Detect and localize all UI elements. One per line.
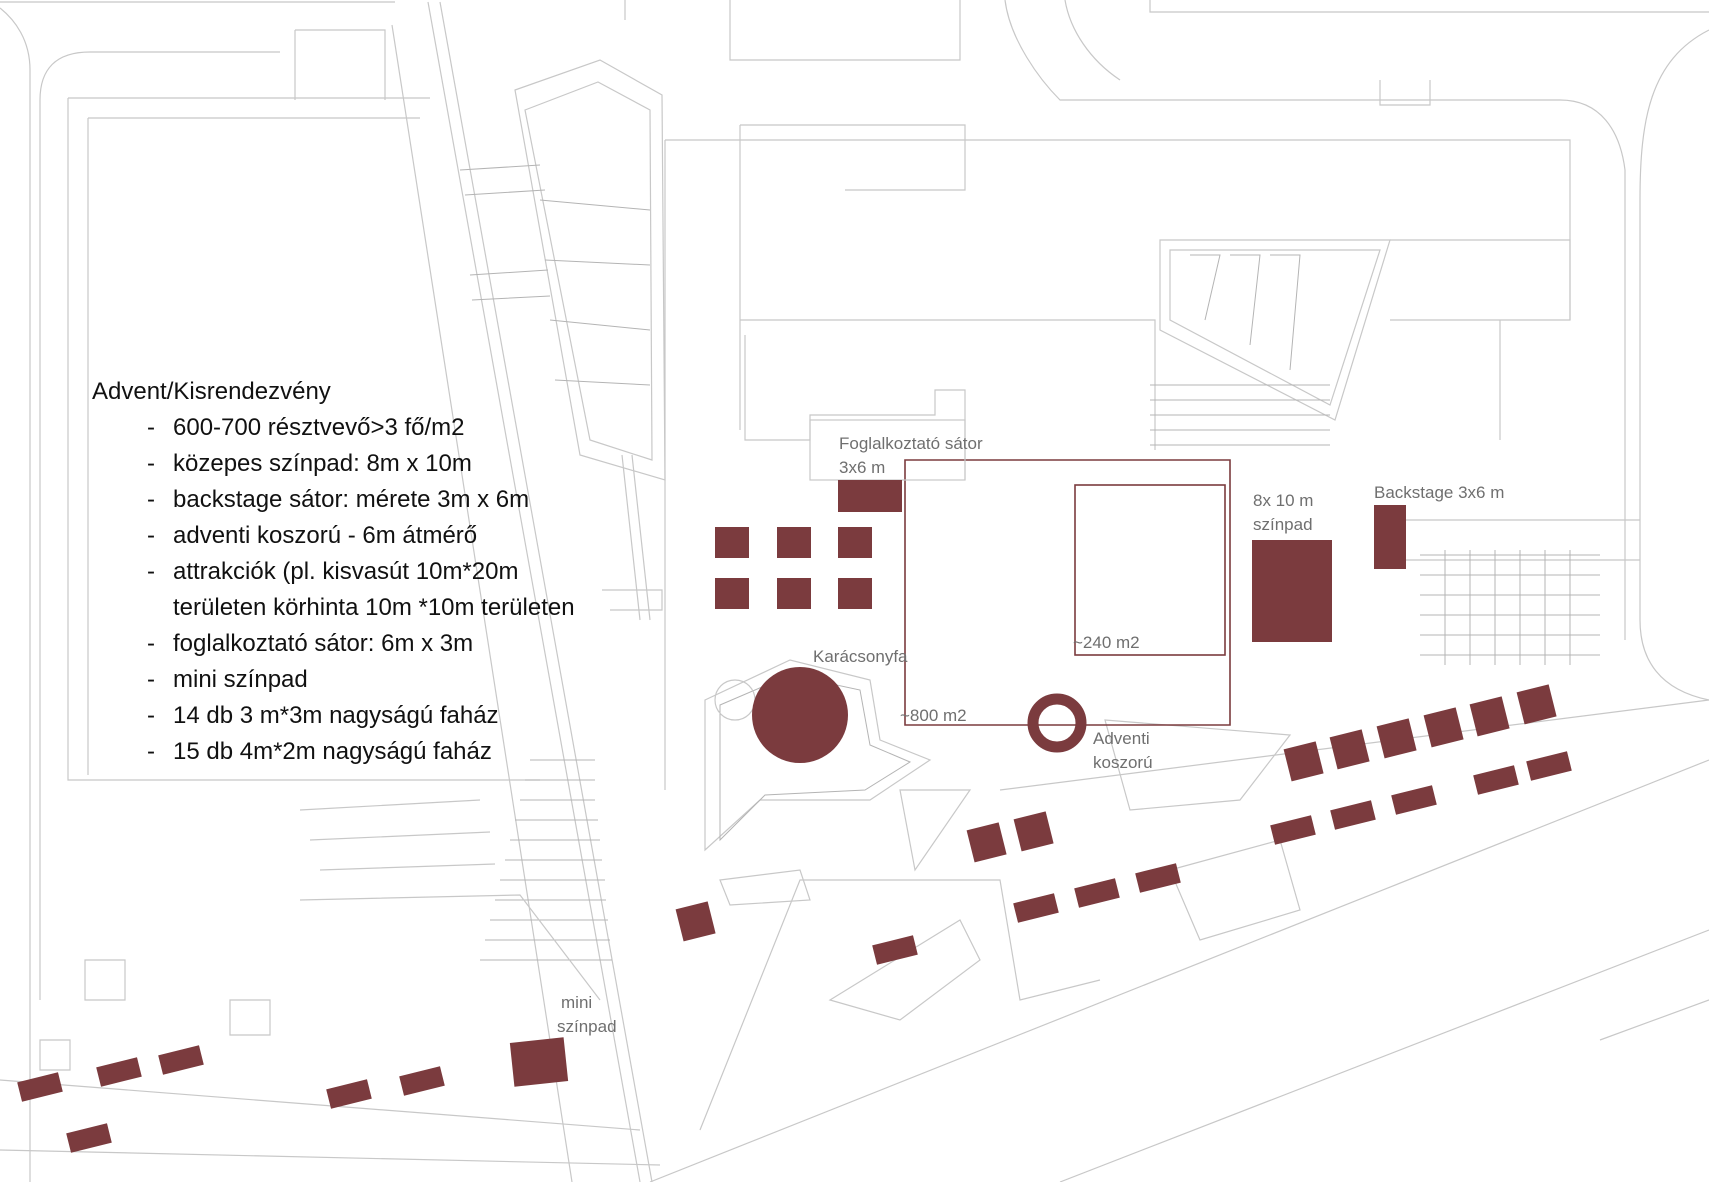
label-area-240: ~240 m2 — [1073, 633, 1140, 652]
brief-item: 14 db 3 m*3m nagyságú faház — [147, 698, 575, 734]
label-foglalkoztato-size: 3x6 m — [839, 458, 885, 477]
hut-long — [1330, 800, 1376, 830]
label-adventi: Adventi — [1093, 729, 1150, 748]
huts — [17, 684, 1572, 1153]
hut-long — [1391, 785, 1437, 815]
attraction-box — [715, 578, 749, 609]
label-mini: mini — [561, 993, 592, 1012]
hut-long — [1270, 815, 1316, 845]
mini-stage — [509, 1037, 569, 1087]
hut-long — [1013, 893, 1059, 923]
brief-item: közepes színpad: 8m x 10m — [147, 446, 575, 482]
hut — [1329, 729, 1370, 770]
hut — [1283, 741, 1324, 782]
hut-long — [96, 1057, 142, 1087]
hut-long — [1526, 751, 1572, 781]
brief-item: adventi koszorú - 6m átmérő — [147, 518, 575, 554]
brief-item: backstage sátor: mérete 3m x 6m — [147, 482, 575, 518]
attraction-box — [715, 527, 749, 558]
label-stage-2: színpad — [1253, 515, 1313, 534]
event-area-outline — [904, 459, 1231, 726]
hut-long — [17, 1072, 63, 1102]
attraction-box — [838, 578, 872, 609]
hut-long — [872, 935, 918, 965]
brief-item: mini színpad — [147, 662, 575, 698]
area-240-outline — [1074, 484, 1226, 656]
hut — [966, 822, 1007, 863]
hut — [1376, 718, 1417, 759]
brief-title: Advent/Kisrendezvény — [92, 378, 331, 405]
hut — [675, 901, 716, 942]
hut-long — [1135, 863, 1181, 893]
hut — [1423, 707, 1464, 748]
attraction-box — [777, 527, 811, 558]
hut-long — [66, 1123, 112, 1153]
label-mini-stage: színpad — [557, 1017, 617, 1036]
label-koszoru: koszorú — [1093, 753, 1153, 772]
label-karacsonyfa: Karácsonyfa — [813, 647, 908, 666]
label-foglalkoztato: Foglalkoztató sátor — [839, 434, 983, 453]
event-elements — [17, 419, 1572, 1153]
brief-item-continued: területen körhinta 10m *10m területen — [173, 594, 575, 621]
hut — [1516, 684, 1557, 725]
label-stage: 8x 10 m — [1253, 491, 1313, 510]
hut-long — [158, 1045, 204, 1075]
attraction-box — [777, 578, 811, 609]
brief-item: foglalkoztató sátor: 6m x 3m — [147, 626, 575, 662]
label-backstage: Backstage 3x6 m — [1374, 483, 1504, 502]
hut — [1469, 696, 1510, 737]
hut-long — [326, 1079, 372, 1109]
christmas-tree — [752, 667, 848, 763]
attraction-box — [838, 527, 872, 558]
brief-item: 15 db 4m*2m nagyságú faház — [147, 734, 575, 770]
brief-list: 600-700 résztvevő>3 fő/m2 közepes színpa… — [92, 410, 575, 770]
hut-long — [1074, 878, 1120, 908]
map-labels: Foglalkoztató sátor 3x6 m 8x 10 m színpa… — [557, 434, 1504, 1036]
program-brief: Advent/Kisrendezvény 600-700 résztvevő>3… — [92, 374, 575, 770]
backstage-tent — [1374, 505, 1406, 569]
advent-wreath — [1027, 693, 1087, 753]
brief-item: attrakciók (pl. kisvasút 10m*20m — [147, 554, 575, 590]
hut — [1013, 811, 1054, 852]
hut-long — [399, 1066, 445, 1096]
label-area-800: ~800 m2 — [900, 706, 967, 725]
brief-item: 600-700 résztvevő>3 fő/m2 — [147, 410, 575, 446]
foglalkoztato-sator — [838, 480, 902, 512]
main-stage — [1252, 540, 1332, 642]
hut-long — [1473, 765, 1519, 795]
